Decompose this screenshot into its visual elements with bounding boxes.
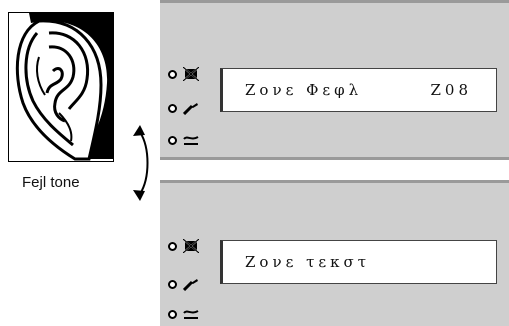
display-text: Ζονε τεκστ [245, 253, 371, 271]
fault-tone-caption: Fejl tone [22, 174, 80, 191]
alarm-indicator [168, 66, 199, 82]
approx-equal-icon [183, 310, 199, 319]
power-indicator [168, 306, 199, 322]
alarm-indicator [168, 238, 199, 254]
approx-equal-icon [183, 136, 199, 145]
panel-zone-text: Ζονε τεκστ [160, 180, 509, 326]
fault-indicator [168, 276, 199, 292]
wrench-icon [183, 103, 198, 115]
panel-fault-zone: Ζονε Φεφλ Ζ08 [160, 0, 509, 160]
ear-icon [15, 13, 113, 161]
display-text: Ζονε Φεφλ [245, 81, 363, 99]
fault-led [168, 279, 177, 289]
zone-display: Ζονε τεκστ [220, 240, 497, 284]
display-zone-code: Ζ08 [430, 81, 472, 99]
crossed-bell-icon [183, 239, 199, 253]
power-led [168, 135, 177, 145]
fault-led [168, 103, 177, 113]
power-indicator [168, 132, 199, 148]
double-arrow-icon [133, 125, 149, 201]
alarm-led [168, 69, 177, 79]
zone-display: Ζονε Φεφλ Ζ08 [220, 68, 497, 112]
wrench-icon [183, 279, 198, 291]
crossed-bell-icon [183, 67, 199, 81]
fault-indicator [168, 100, 199, 116]
alarm-led [168, 241, 177, 251]
power-led [168, 309, 177, 319]
ear-illustration [8, 12, 114, 162]
